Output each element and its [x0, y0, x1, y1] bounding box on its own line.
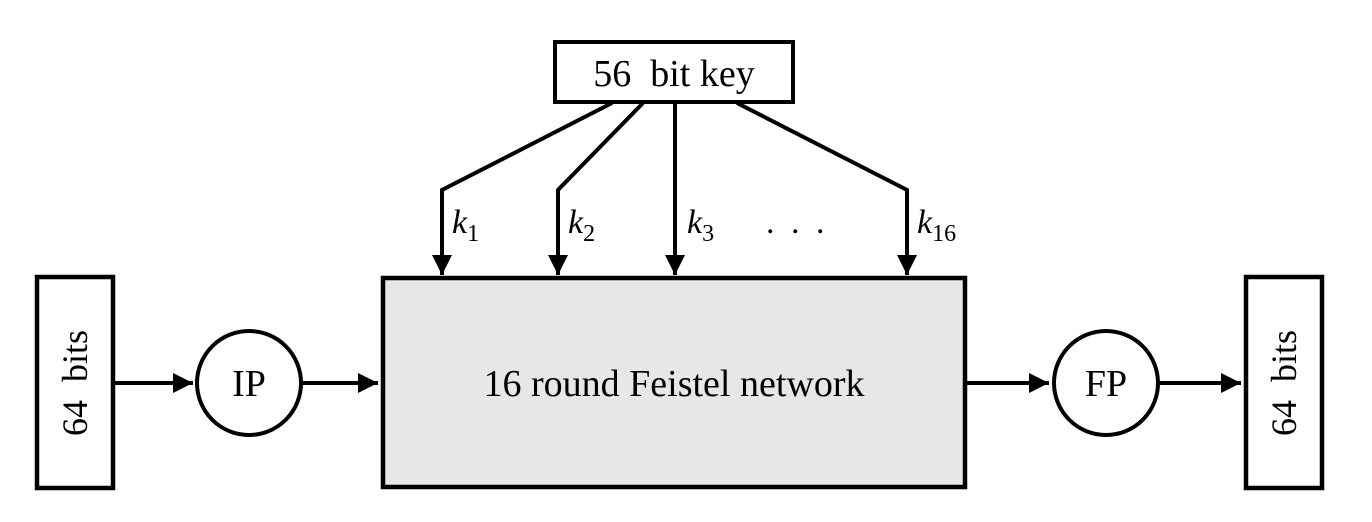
round-key-label-k3: k3	[687, 204, 714, 247]
round-key-k2-sub: 2	[583, 221, 595, 247]
key-box-label: 56 bit key	[593, 53, 754, 95]
round-key-label-k2: k2	[568, 204, 595, 247]
round-key-k3-sub: 3	[702, 221, 714, 247]
round-key-k3-base: k	[687, 204, 703, 241]
key-wire-k1	[432, 101, 613, 275]
fp-node	[1052, 329, 1160, 437]
round-key-k1-sub: 1	[467, 221, 479, 247]
round-key-k16-sub: 16	[932, 221, 956, 247]
round-key-label-k16: k16	[917, 204, 956, 247]
feistel-box	[380, 275, 968, 490]
key-wire-k2	[548, 101, 645, 275]
fp-node-label: FP	[1085, 363, 1127, 405]
output-box	[1243, 274, 1325, 491]
ip-node	[195, 329, 303, 437]
round-key-label-k1: k1	[452, 204, 479, 247]
round-keys-ellipsis: . . .	[766, 204, 829, 241]
input-box-label: 64 bits	[55, 330, 95, 436]
round-key-k2-base: k	[568, 204, 584, 241]
ip-node-label: IP	[232, 363, 266, 405]
round-key-k1-base: k	[452, 204, 468, 241]
feistel-box-label: 16 round Feistel network	[483, 363, 864, 405]
output-box-label: 64 bits	[1264, 330, 1304, 436]
key-wire-k16	[736, 101, 917, 275]
input-box	[34, 274, 116, 491]
key-box	[553, 40, 795, 104]
round-key-k16-base: k	[917, 204, 933, 241]
